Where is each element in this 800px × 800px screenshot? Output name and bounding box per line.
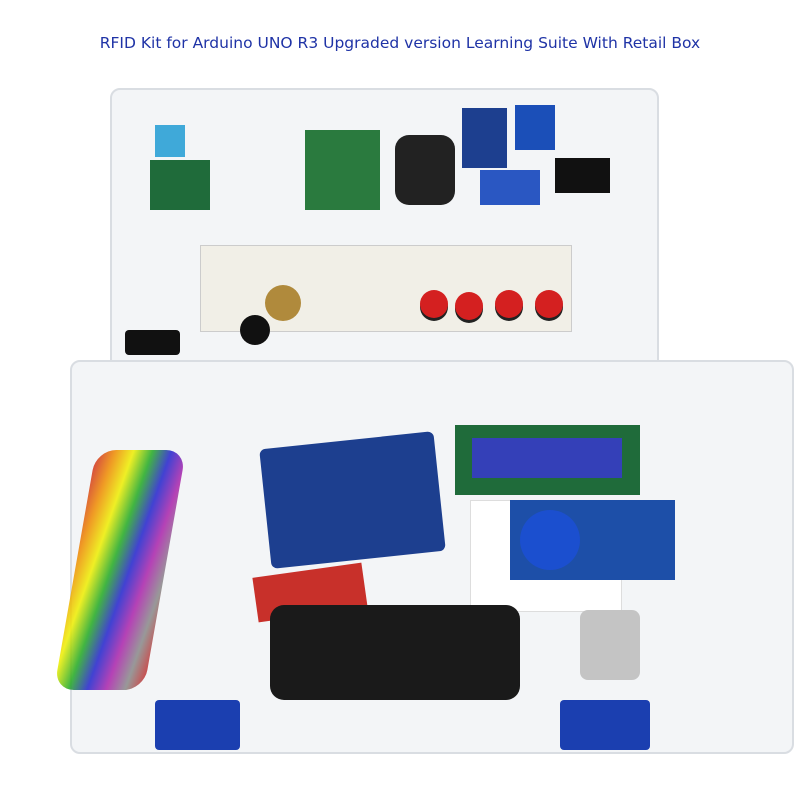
- potentiometer: [265, 285, 301, 321]
- arduino-uno-board: [259, 431, 446, 569]
- push-button: [495, 290, 523, 318]
- seven-segment-display: [555, 158, 610, 193]
- push-button: [420, 290, 448, 318]
- product-photo: [0, 80, 800, 800]
- rtc-module: [462, 108, 507, 168]
- keypad-module: [150, 160, 210, 210]
- ir-remote: [270, 605, 520, 700]
- push-button: [535, 290, 563, 318]
- servo-motor: [515, 105, 555, 150]
- lcd-screen: [472, 438, 622, 478]
- joystick: [395, 135, 455, 205]
- led-matrix: [305, 130, 380, 210]
- rfid-keyfob: [520, 510, 580, 570]
- box-clip-right: [560, 700, 650, 750]
- product-title: RFID Kit for Arduino UNO R3 Upgraded ver…: [99, 34, 701, 52]
- buzzer: [240, 315, 270, 345]
- stepper-motor: [580, 610, 640, 680]
- relay-module: [480, 170, 540, 205]
- battery-clip: [125, 330, 180, 355]
- box-clip-left: [155, 700, 240, 750]
- dht-sensor: [155, 125, 185, 157]
- push-button: [455, 292, 483, 320]
